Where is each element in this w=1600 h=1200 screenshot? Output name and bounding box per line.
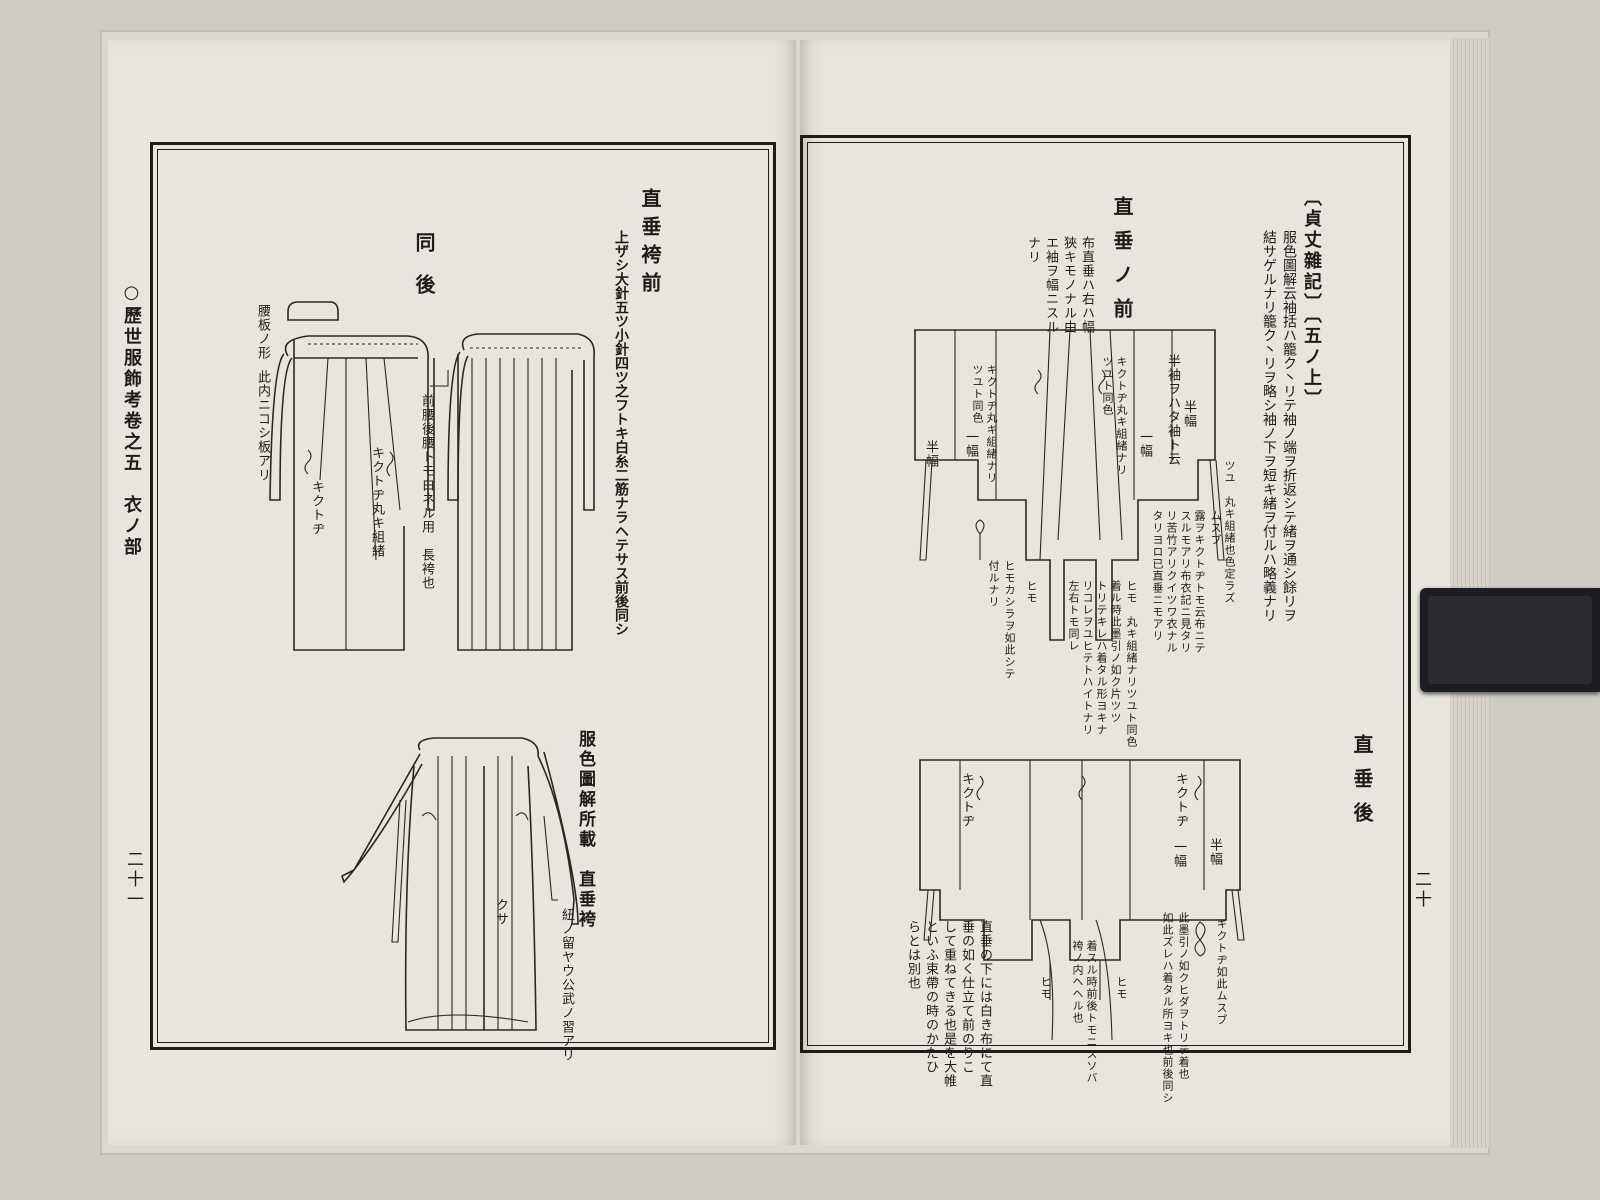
label-board-note: 此内ニコシ板アリ — [255, 370, 270, 482]
right-header: 〔貞丈雜記〕〔五ノ上〕 — [1301, 188, 1322, 410]
fig-r1-desc2: 狹キモノナル由 — [1061, 236, 1076, 334]
fig-r1-title: 直垂ノ前 — [1110, 196, 1134, 332]
right-text-col1: 服色圖解云袖括ハ籠ク丶リテ袖ノ端ヲ折返シテ緒ヲ通シ餘リヲ — [1281, 230, 1297, 622]
open-book: ○歷世服飾考卷之五 衣ノ部 二十一 直垂袴前 上ザシ大針五ツ小針四ツ之フトキ白糸… — [100, 30, 1490, 1155]
fig2-note: 紐ノ留ヤウ公武ノ習アリ — [559, 908, 574, 1062]
r1-tsuyu-a: ツユト同色 — [1101, 356, 1114, 416]
r2-tie: キクトヂ如此ムスブ — [1215, 918, 1228, 1026]
r2-note2: 如此ズレハ着タル所ヨキ也前後同シ — [1161, 912, 1174, 1104]
r1-tie-note: ヒモカシラヲ如此シテ — [1003, 560, 1016, 680]
right-page-number: 二十 — [1411, 870, 1431, 910]
r1-kikutoji-a: キクトヂ丸キ組緒ナリ — [1115, 356, 1128, 476]
label-waist: 前腰後腰トモ白ネル用 — [419, 394, 434, 534]
r2-wear: 着スル時前後トモニスソバ — [1085, 940, 1098, 1084]
r2-half-width: 半幅 — [1207, 838, 1222, 866]
r1-himo-cord: ヒモ 丸キ組緒ナリツユト同色 — [1125, 580, 1138, 748]
fig-r1-desc3: エ袖ヲ幅ニスル — [1043, 236, 1058, 334]
r1-one-width-b: 一幅 — [963, 430, 978, 458]
r1-half-width: 半幅 — [1181, 400, 1196, 428]
r1-wear4: 左右トモ同レ — [1067, 580, 1080, 652]
r1-half-width-b: 半幅 — [923, 440, 938, 468]
fig1-title: 直垂袴前 — [638, 188, 662, 300]
r1-one-width: 一幅 — [1137, 430, 1152, 458]
r1-wear3: リコレヲユヒテトハイトナリ — [1081, 580, 1094, 736]
r2-caption3: して重ねてきる也是を大帷 — [941, 920, 956, 1088]
r1-kikutoji-b: キクトヂ丸キ組緒ナリ — [985, 364, 998, 484]
fig-r1-desc1: 布直垂ハ右ハ幅 — [1079, 236, 1094, 334]
right-page: 二十 〔貞丈雜記〕〔五ノ上〕 服色圖解云袖括ハ籠ク丶リテ袖ノ端ヲ折返シテ緒ヲ通シ… — [800, 40, 1450, 1145]
r1-cloth: 露ヲキクトヂトモ云布ニテ — [1193, 510, 1206, 654]
r1-half-sleeve-note: 半袖ヲハタ袖ト云 — [1165, 354, 1180, 466]
r2-caption1: 直垂の下には白き布にて直 — [977, 920, 992, 1088]
fig1-rear-title: 同後 — [412, 232, 436, 316]
r2-note1: 此墨引ノ如クヒダヲトリテ着也 — [1177, 912, 1190, 1080]
label-long: 長袴也 — [419, 548, 434, 590]
r2-one-width: 一幅 — [1171, 840, 1186, 868]
r2-caption5: らとは別也 — [905, 920, 920, 990]
left-page-frame — [150, 142, 776, 1050]
label-kikutoji-cord: キクトヂ丸キ組緒 — [369, 446, 384, 558]
binder-clip — [1420, 588, 1600, 692]
r1-tsuyu-b: ツユト同色 — [971, 364, 984, 424]
r2-himo-b: ヒモ — [1115, 976, 1128, 1000]
r2-kikutoji-a: キクトヂ — [959, 772, 974, 828]
r1-tie: ムスブ — [1209, 510, 1222, 546]
label-board: 腰板ノ形 — [255, 304, 270, 360]
hitatare-drawings — [914, 329, 1245, 1041]
r1-tie-note2: 付ルナリ — [987, 560, 1000, 608]
margin-title: ○歷世服飾考卷之五 衣ノ部 — [121, 282, 142, 558]
r2-wear2: 袴ノ内ヘヘル也 — [1071, 940, 1084, 1024]
r1-cloth2: スルモアリ布衣記ニ見タリ — [1179, 510, 1192, 654]
left-page: ○歷世服飾考卷之五 衣ノ部 二十一 直垂袴前 上ザシ大針五ツ小針四ツ之フトキ白糸… — [108, 40, 796, 1145]
hakama-drawings — [269, 301, 595, 1031]
r1-cloth3: リ苦竹アリクイツワ衣ナル — [1165, 510, 1178, 654]
fig-r2-title: 直垂後 — [1350, 734, 1374, 836]
left-page-number: 二十一 — [123, 850, 143, 910]
label-kikutoji: キクトヂ — [309, 480, 324, 536]
r2-caption4: といふ束帶の時のかたひ — [923, 920, 938, 1074]
r2-kikutoji-b: キクトヂ — [1173, 772, 1188, 828]
label-kusa: クサ — [493, 898, 508, 926]
r1-himo: ヒモ — [1025, 580, 1038, 604]
r1-tsuyu-cord: ツユ 丸キ組緒也色定ラズ — [1223, 460, 1236, 604]
r2-himo-a: ヒモ — [1039, 976, 1052, 1000]
fig1-note: 上ザシ大針五ツ小針四ツ之フトキ白糸二筋ナラヘテサス前後同シ — [613, 230, 629, 636]
r1-wear1: 着ル時此墨引ノ如ク片ツツ — [1109, 580, 1122, 724]
fig-r1-desc4: ナリ — [1025, 236, 1040, 264]
right-text-col2: 結サゲルナリ籠ク丶リヲ略シ袖ノ下ヲ短キ緒ヲ付ルハ略義ナリ — [1261, 230, 1277, 622]
fig2-source: 服色圖解所載 直垂袴 — [575, 730, 595, 930]
r1-cloth4: タリヨロ已直垂ニモアリ — [1151, 510, 1164, 642]
right-page-frame — [800, 135, 1411, 1053]
r2-caption2: 垂の如く仕立て前のりこ — [959, 920, 974, 1074]
r1-wear2: トリテキレハ着タル形ヨキナ — [1095, 580, 1108, 736]
